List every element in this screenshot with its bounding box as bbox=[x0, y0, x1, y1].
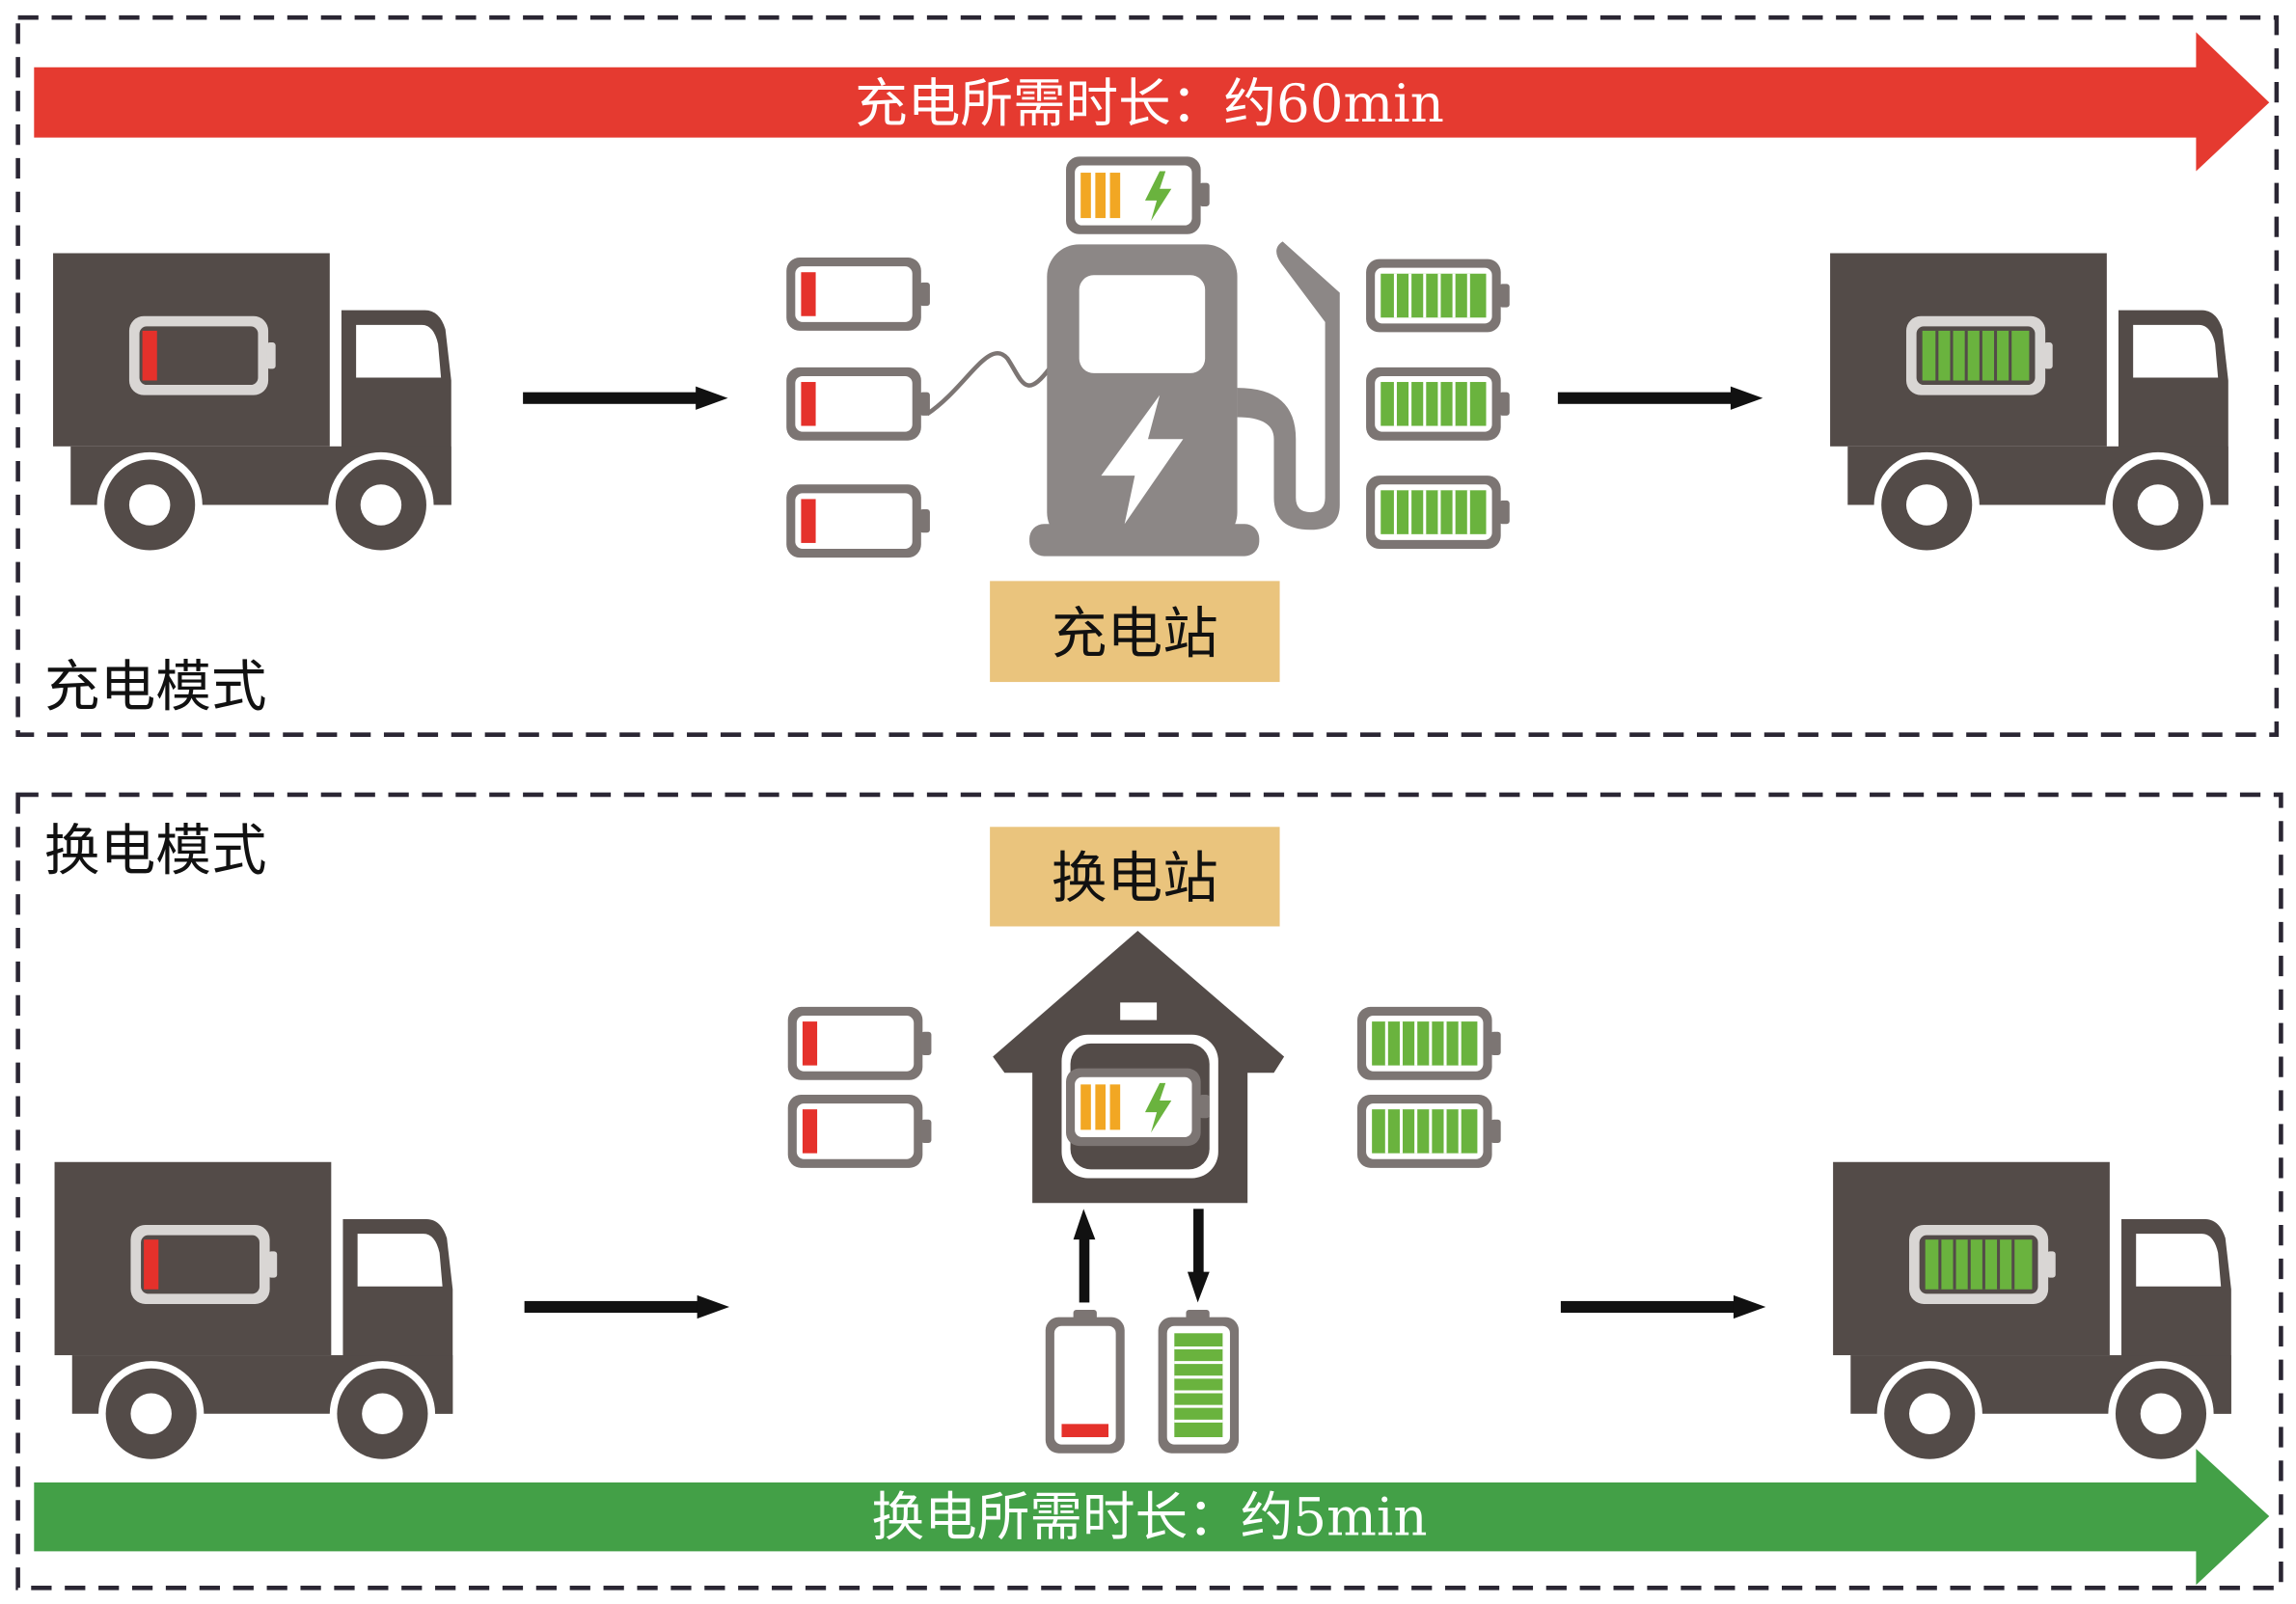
arrow-up-icon bbox=[1073, 1209, 1096, 1303]
charging-mode-panel: 充电所需时长：约60min bbox=[15, 14, 2280, 737]
swap-station-house-icon bbox=[993, 931, 1285, 1204]
truck-low-battery-icon bbox=[54, 1161, 453, 1467]
charging-pump-icon bbox=[925, 156, 1340, 557]
station-label-box bbox=[990, 827, 1280, 927]
duration-arrow-green bbox=[34, 1449, 2270, 1586]
charged-batteries-icon bbox=[1356, 1006, 1501, 1168]
truck-full-battery-icon bbox=[1833, 1161, 2231, 1467]
swap-duration-text: 换电所需时长：约5min bbox=[871, 1486, 1427, 1548]
arrow-right-icon bbox=[1557, 386, 1763, 410]
battery-swap-mode-panel: 换电模式 换电站 bbox=[15, 792, 2283, 1590]
truck-full-battery-icon bbox=[1830, 253, 2228, 558]
depleted-battery-vertical-icon bbox=[1045, 1310, 1125, 1454]
charged-battery-vertical-icon bbox=[1158, 1310, 1240, 1454]
charging-mode-label: 充电模式 bbox=[44, 653, 267, 719]
arrow-right-icon bbox=[524, 1294, 730, 1319]
charging-station-label: 充电站 bbox=[1052, 601, 1218, 666]
depleted-batteries-icon bbox=[787, 1006, 932, 1168]
swap-mode-label: 换电模式 bbox=[44, 817, 267, 883]
charged-batteries-icon bbox=[1366, 258, 1510, 550]
arrow-right-icon bbox=[1560, 1294, 1766, 1319]
station-label-box bbox=[990, 581, 1280, 683]
depleted-batteries-icon bbox=[786, 258, 930, 558]
arrow-right-icon bbox=[523, 386, 728, 410]
truck-low-battery-icon bbox=[53, 253, 451, 558]
charging-duration-text: 充电所需时长：约60min bbox=[855, 72, 1444, 134]
dashed-border bbox=[15, 14, 2280, 737]
swap-station-label: 换电站 bbox=[1052, 845, 1218, 911]
dashed-border bbox=[15, 792, 2283, 1590]
arrow-down-icon bbox=[1187, 1209, 1210, 1303]
duration-arrow-red bbox=[34, 32, 2270, 172]
